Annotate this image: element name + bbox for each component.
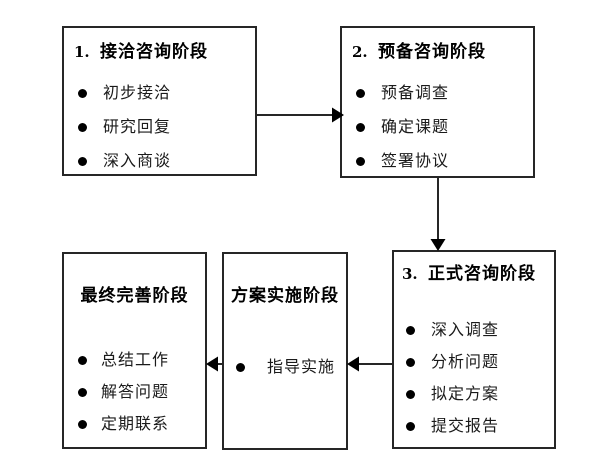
bullet-dot-icon — [406, 357, 415, 367]
list-item: 确定课题 — [356, 110, 449, 144]
list-item: 签署协议 — [356, 144, 449, 178]
stage-2-item-1: 确定课题 — [381, 117, 450, 136]
stage-2-title: 预备咨询阶段 — [378, 42, 486, 62]
bullet-dot-icon — [406, 325, 415, 335]
bullet-dot-icon — [356, 88, 365, 98]
stage-box-5[interactable]: 最终完善阶段 总结工作 解答问题 定期联系 — [62, 252, 207, 449]
list-item: 定期联系 — [78, 408, 169, 440]
connector-arrow-stage2-to-stage3 — [427, 177, 449, 251]
connector-arrow-stage3-to-stage4 — [347, 353, 393, 375]
stage-3-number: 3. — [402, 265, 418, 283]
stage-3-title: 正式咨询阶段 — [428, 264, 536, 284]
list-item: 分析问题 — [406, 346, 499, 378]
stage-2-title-row: 2. 预备咨询阶段 — [352, 44, 486, 61]
list-item: 指导实施 — [236, 354, 335, 380]
stage-box-3[interactable]: 3. 正式咨询阶段 深入调查 分析问题 拟定方案 提交报告 — [392, 250, 556, 449]
stage-1-item-1: 研究回复 — [103, 117, 172, 136]
bullet-dot-icon — [78, 355, 87, 365]
stage-5-item-list: 总结工作 解答问题 定期联系 — [78, 344, 169, 440]
stage-3-item-2: 拟定方案 — [431, 384, 500, 403]
bullet-dot-icon — [78, 122, 87, 132]
bullet-dot-icon — [356, 156, 365, 166]
bullet-dot-icon — [236, 362, 245, 372]
connector-arrow-stage1-to-stage2 — [256, 104, 344, 126]
stage-5-title-row: 最终完善阶段 — [64, 288, 205, 305]
stage-3-item-0: 深入调查 — [431, 320, 500, 339]
stage-box-4[interactable]: 方案实施阶段 指导实施 — [222, 252, 348, 450]
stage-1-item-0: 初步接洽 — [103, 83, 172, 102]
bullet-dot-icon — [78, 387, 87, 397]
stage-4-item-list: 指导实施 — [236, 354, 335, 380]
bullet-dot-icon — [406, 421, 415, 431]
stage-4-item-0: 指导实施 — [267, 357, 336, 376]
list-item: 深入商谈 — [78, 144, 171, 178]
list-item: 解答问题 — [78, 376, 169, 408]
stage-2-item-2: 签署协议 — [381, 151, 450, 170]
stage-5-title: 最终完善阶段 — [80, 286, 189, 306]
bullet-dot-icon — [78, 88, 87, 98]
list-item: 研究回复 — [78, 110, 171, 144]
stage-5-item-1: 解答问题 — [101, 382, 170, 401]
stage-3-title-row: 3. 正式咨询阶段 — [402, 266, 536, 283]
list-item: 总结工作 — [78, 344, 169, 376]
bullet-dot-icon — [406, 389, 415, 399]
bullet-dot-icon — [78, 156, 87, 166]
stage-1-item-2: 深入商谈 — [103, 151, 172, 170]
stage-2-item-0: 预备调查 — [381, 83, 450, 102]
bullet-dot-icon — [356, 122, 365, 132]
stage-5-item-0: 总结工作 — [101, 350, 170, 369]
stage-3-item-list: 深入调查 分析问题 拟定方案 提交报告 — [406, 314, 499, 442]
stage-3-item-1: 分析问题 — [431, 352, 500, 371]
stage-4-title: 方案实施阶段 — [231, 286, 339, 306]
stage-1-item-list: 初步接洽 研究回复 深入商谈 — [78, 76, 171, 178]
stage-2-number: 2. — [352, 43, 368, 61]
stage-1-title: 接洽咨询阶段 — [100, 42, 208, 62]
stage-5-item-2: 定期联系 — [101, 414, 170, 433]
list-item: 初步接洽 — [78, 76, 171, 110]
stage-1-title-row: 1. 接洽咨询阶段 — [74, 44, 208, 61]
stage-1-number: 1. — [74, 43, 90, 61]
stage-box-1[interactable]: 1. 接洽咨询阶段 初步接洽 研究回复 深入商谈 — [62, 26, 257, 176]
list-item: 预备调查 — [356, 76, 449, 110]
stage-box-2[interactable]: 2. 预备咨询阶段 预备调查 确定课题 签署协议 — [340, 26, 535, 178]
list-item: 提交报告 — [406, 410, 499, 442]
bullet-dot-icon — [78, 419, 87, 429]
list-item: 拟定方案 — [406, 378, 499, 410]
list-item: 深入调查 — [406, 314, 499, 346]
stage-3-item-3: 提交报告 — [431, 416, 500, 435]
stage-2-item-list: 预备调查 确定课题 签署协议 — [356, 76, 449, 178]
stage-4-title-row: 方案实施阶段 — [224, 288, 346, 305]
